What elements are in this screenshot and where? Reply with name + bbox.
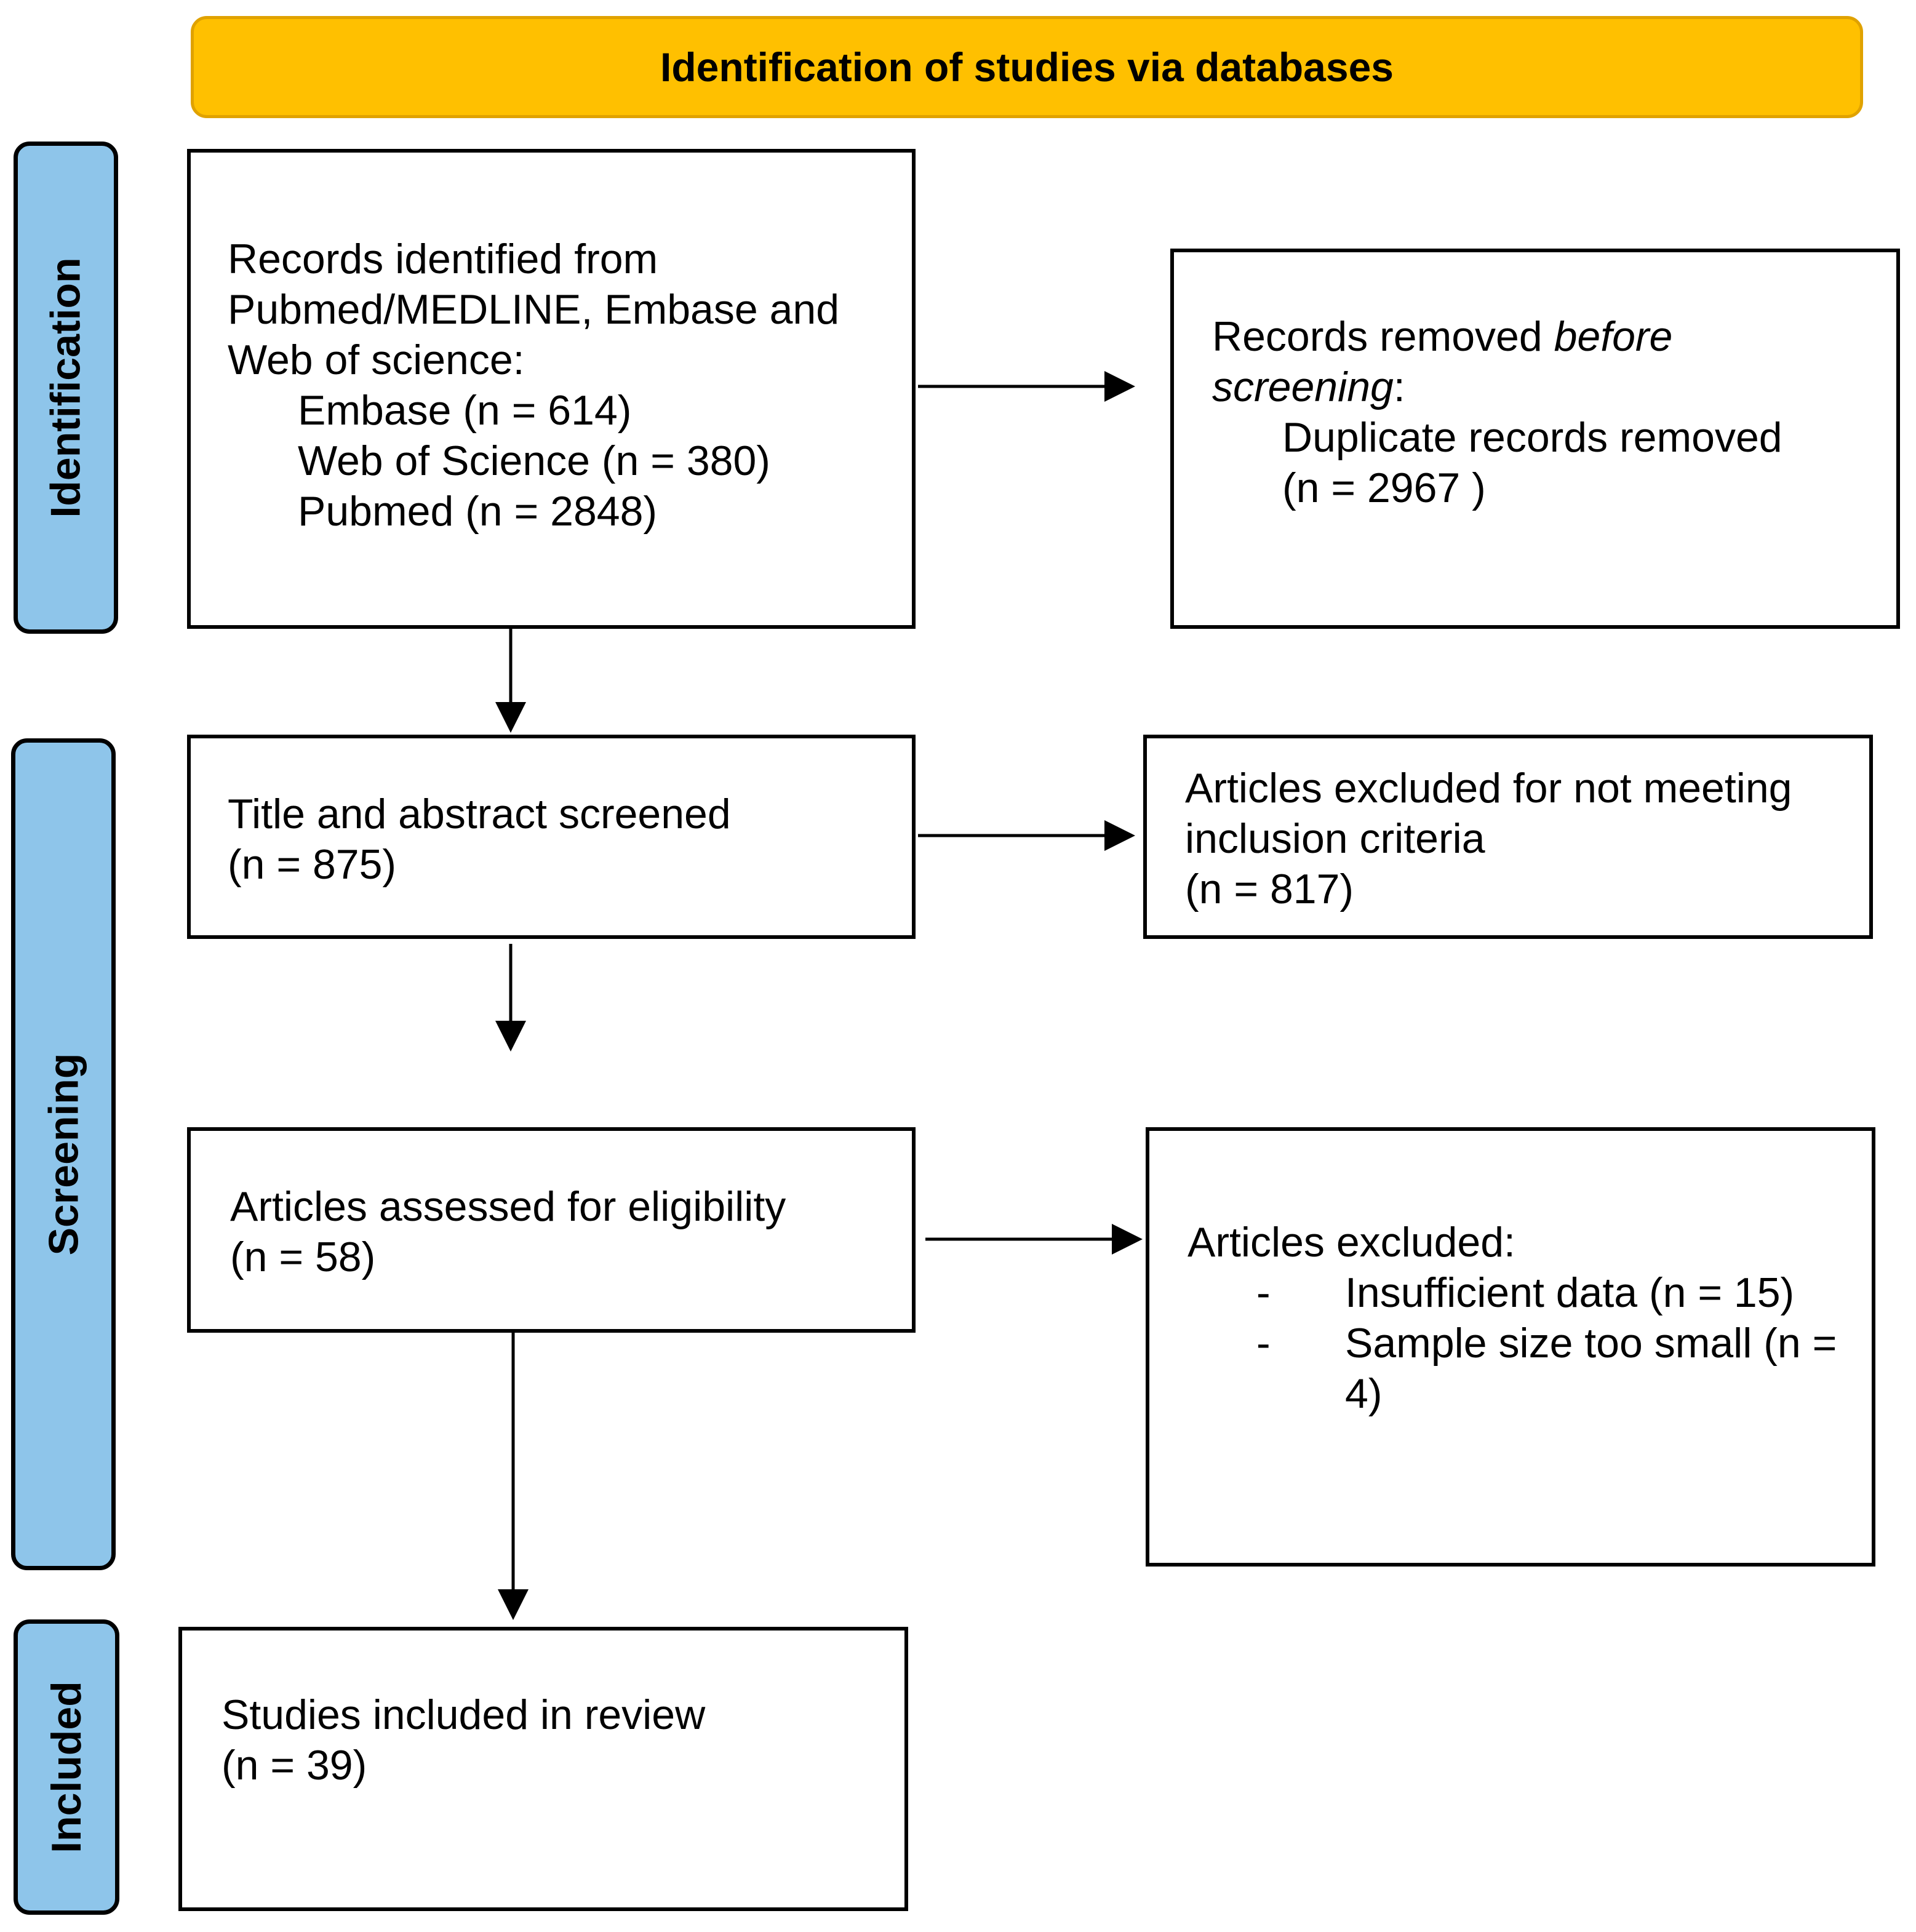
exclusion-reason-text: Insufficient data (n = 15): [1345, 1269, 1795, 1316]
eligibility-count: (n = 58): [230, 1234, 376, 1280]
excluded-criteria-line-1: Articles excluded for not meeting: [1185, 765, 1792, 812]
records-identified-box: Records identified from Pubmed/MEDLINE, …: [187, 149, 916, 629]
eligibility-label: Articles assessed for eligibility: [230, 1183, 786, 1230]
duplicates-removed-count: (n = 2967 ): [1282, 465, 1486, 511]
source-web-of-science: Web of Science (n = 380): [298, 437, 770, 484]
records-removed-heading-italic-1: before: [1554, 313, 1673, 360]
records-removed-heading: Records removed before: [1212, 311, 1896, 362]
records-removed-heading-colon: :: [1393, 364, 1405, 410]
excluded-articles-box: Articles excluded: - Insufficient data (…: [1146, 1127, 1875, 1567]
records-removed-heading-cont: screening:: [1212, 362, 1896, 412]
phase-included-label: Included: [14, 1619, 119, 1915]
phase-identification-label: Identification: [14, 142, 118, 634]
bullet-dash: -: [1256, 1320, 1271, 1367]
header-title: Identification of studies via databases: [660, 44, 1394, 90]
excluded-criteria-line-2: inclusion criteria: [1185, 815, 1485, 862]
excluded-criteria-box: Articles excluded for not meeting inclus…: [1143, 735, 1873, 939]
records-identified-line-2: Pubmed/MEDLINE, Embase and: [228, 286, 840, 333]
excluded-criteria-count: (n = 817): [1185, 866, 1354, 912]
records-removed-box: Records removed before screening: Duplic…: [1170, 249, 1900, 629]
title-abstract-label: Title and abstract screened: [228, 791, 731, 837]
included-label: Studies included in review: [222, 1691, 706, 1738]
duplicates-removed-label: Duplicate records removed: [1282, 414, 1782, 461]
eligibility-box: Articles assessed for eligibility (n = 5…: [187, 1127, 916, 1333]
records-removed-heading-plain: Records removed: [1212, 313, 1554, 360]
exclusion-reason-text: Sample size too small (n = 4): [1345, 1320, 1837, 1417]
excluded-articles-heading: Articles excluded:: [1188, 1219, 1515, 1266]
records-identified-line-1: Records identified from: [228, 236, 658, 282]
source-embase: Embase (n = 614): [298, 387, 632, 434]
exclusion-reason-item: - Insufficient data (n = 15): [1188, 1267, 1872, 1318]
included-box: Studies included in review (n = 39): [178, 1627, 908, 1911]
included-count: (n = 39): [222, 1742, 367, 1789]
title-abstract-count: (n = 875): [228, 841, 397, 888]
exclusion-reason-item: - Sample size too small (n = 4): [1188, 1318, 1872, 1419]
source-pubmed: Pubmed (n = 2848): [298, 488, 658, 535]
header-banner: Identification of studies via databases: [191, 16, 1863, 118]
records-identified-line-3: Web of science:: [228, 337, 525, 383]
records-removed-heading-italic-2: screening: [1212, 364, 1394, 410]
phase-screening-label: Screening: [11, 738, 116, 1570]
title-abstract-box: Title and abstract screened (n = 875): [187, 735, 916, 939]
bullet-dash: -: [1256, 1269, 1271, 1316]
